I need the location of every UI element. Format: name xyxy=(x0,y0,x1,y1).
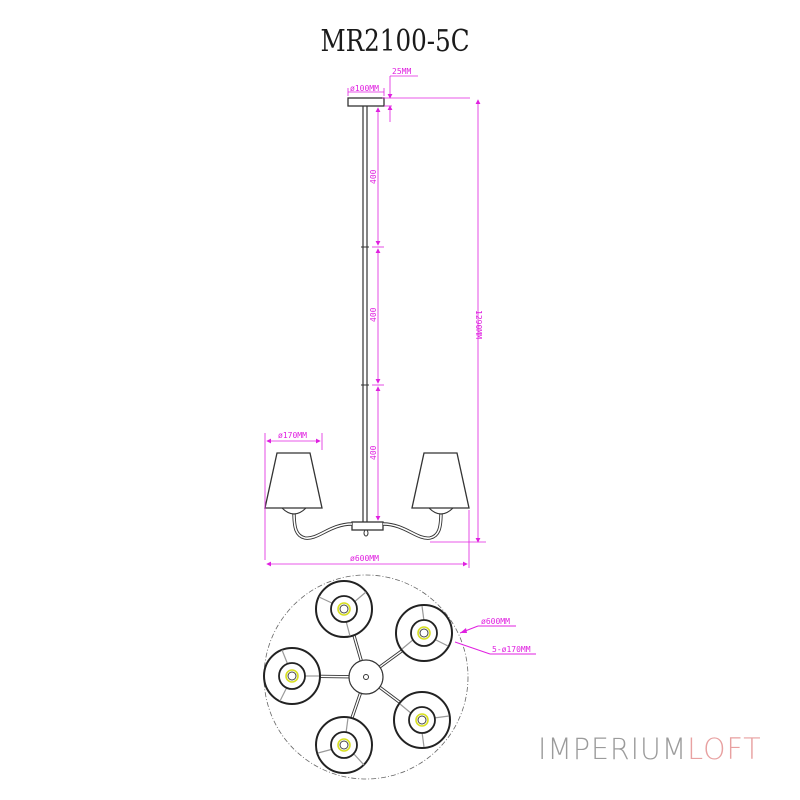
outer-circle xyxy=(263,574,469,780)
shades-count-label: 5-ø170MM xyxy=(492,645,531,654)
shade-top-4 xyxy=(315,716,373,774)
shade-left xyxy=(264,452,323,509)
rod-segment-1-label: 400 xyxy=(369,169,378,184)
model-title: MR2100-5C xyxy=(320,24,470,59)
brand-part-2: LOFT xyxy=(687,732,762,766)
top-diameter-label: ø600MM xyxy=(481,617,510,626)
rod-segment-3-label: 400 xyxy=(369,445,378,460)
shade-top-1 xyxy=(315,580,373,638)
side-view: 25MM ø100MM 400 400 400 1290MM ø170MM ø6… xyxy=(264,67,486,568)
shade-top-3 xyxy=(393,691,451,749)
shade-diameter-label: ø170MM xyxy=(278,431,307,440)
brand-logo: IMPERIUMLOFT xyxy=(538,732,762,766)
hub xyxy=(351,521,384,531)
shade-right xyxy=(411,452,470,509)
rod-segment-2-label: 400 xyxy=(369,307,378,322)
shade-top-2 xyxy=(395,604,453,662)
canopy-diameter-label: ø100MM xyxy=(350,84,379,93)
top-view: ø600MM 5-ø170MM xyxy=(263,574,536,780)
canopy-height-label: 25MM xyxy=(392,67,411,76)
overall-diameter-label: ø600MM xyxy=(350,554,379,563)
brand-part-1: IMPERIUM xyxy=(538,732,688,766)
shade-top-5 xyxy=(263,647,321,705)
total-height-label: 1290MM xyxy=(474,310,483,339)
canopy xyxy=(347,97,385,107)
